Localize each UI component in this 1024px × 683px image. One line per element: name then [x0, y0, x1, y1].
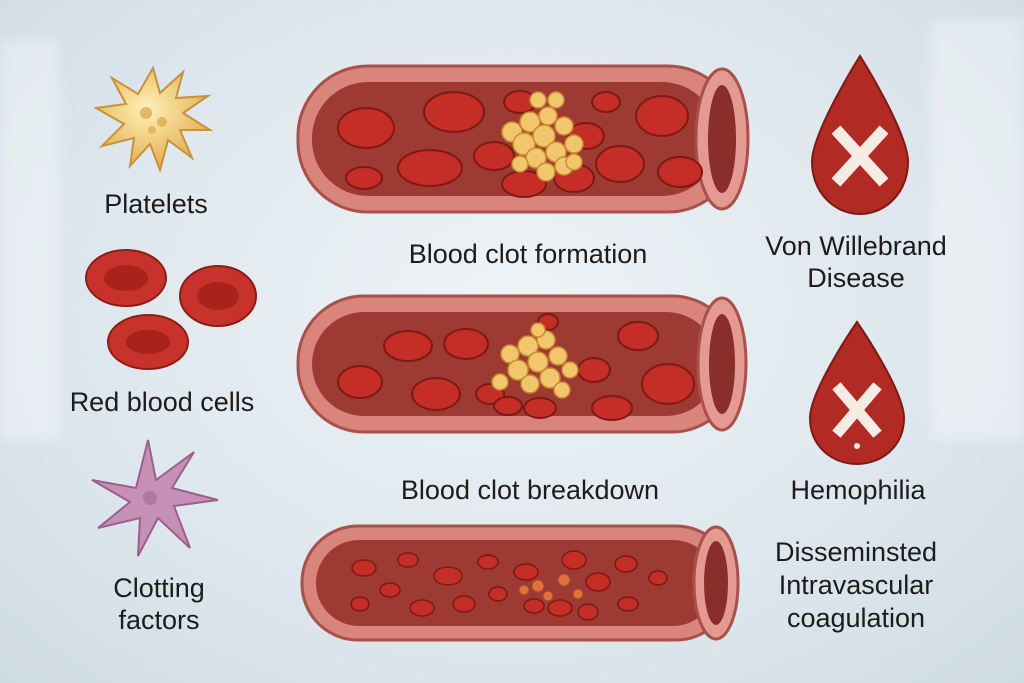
platelet-icon — [88, 58, 218, 178]
background-window-left — [0, 40, 60, 440]
red-blood-cells-label: Red blood cells — [69, 387, 255, 417]
clot-breakdown-label: Blood clot breakdown — [400, 475, 660, 505]
dic-line2: Intravascular — [778, 570, 934, 600]
dic-label: Disseminsted Intravascular coagulation — [740, 536, 972, 635]
clotting-factors-line1: Clotting — [113, 573, 205, 603]
clotting-factor-icon — [86, 432, 226, 562]
cross-icon — [831, 125, 889, 187]
von-willebrand-label: Von Willebrand Disease — [740, 230, 972, 294]
clot-formation-label: Blood clot formation — [408, 239, 648, 269]
background-window-right — [930, 20, 1024, 440]
dic-line1: Disseminsted — [774, 537, 938, 567]
red-blood-cells-icon — [78, 238, 268, 378]
vessel-clot-breakdown — [294, 290, 754, 440]
vessel-dic — [298, 520, 758, 650]
cross-icon — [832, 382, 882, 438]
von-willebrand-drop-icon — [804, 52, 916, 218]
platelets-label: Platelets — [104, 189, 208, 219]
vessel-clot-formation — [294, 60, 754, 220]
hemophilia-drop-icon — [802, 318, 912, 468]
clotting-factors-label: Clotting factors — [96, 572, 222, 636]
clotting-factors-line2: factors — [118, 605, 200, 635]
von-willebrand-line2: Disease — [807, 263, 905, 293]
von-willebrand-line1: Von Willebrand — [765, 231, 947, 261]
dic-line3: coagulation — [786, 603, 926, 633]
hemophilia-label: Hemophilia — [790, 475, 926, 505]
